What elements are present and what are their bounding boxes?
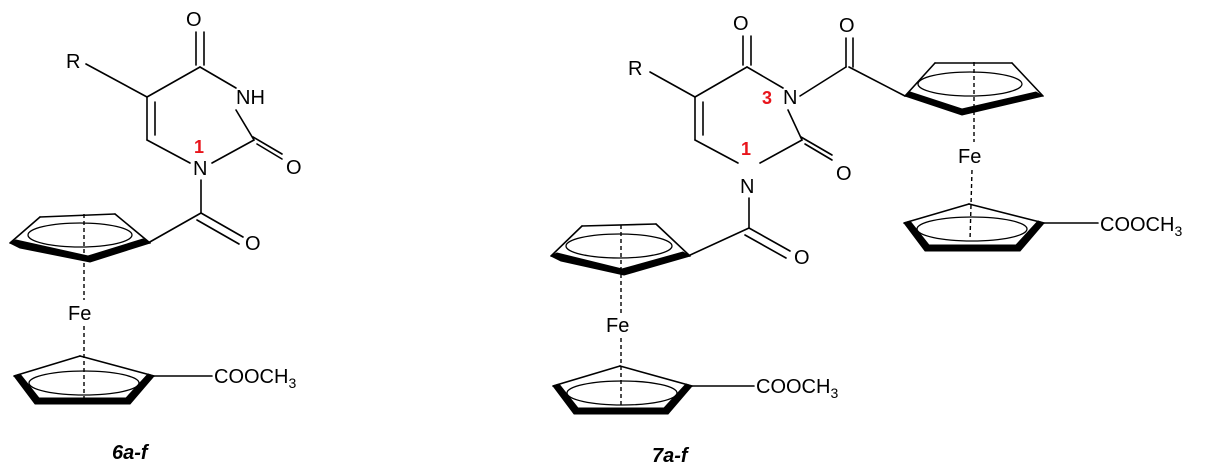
bond-n1-c6 [146, 139, 191, 164]
bond7-carbonyl1-o [748, 227, 791, 252]
bond-c5-c4 [146, 66, 201, 98]
cp7l-back-top [581, 223, 657, 227]
nitrogen-n1: N [193, 158, 207, 180]
cyclopentadienyl-left-lower-7 [552, 365, 693, 415]
cp7ll-back-right [619, 365, 693, 387]
bond7-c2-o [800, 136, 833, 156]
iron-atom: Fe [68, 303, 91, 325]
caption-7: 7a-f [652, 445, 690, 466]
bond7-n3-carbonyl [799, 66, 847, 97]
cp-back-left [9, 216, 41, 244]
bond-carbonyl-cp [147, 212, 202, 244]
cp7rl-ring [916, 216, 1028, 242]
nitrogen7-n3: N [783, 87, 797, 109]
bond-c2-o-double [256, 143, 283, 160]
bond7-c2-n1 [759, 139, 803, 164]
cp7r-back-right [1011, 62, 1044, 97]
uracil-ring-7 [649, 35, 833, 164]
cp-lower-back-left [13, 355, 81, 377]
ester7-left: COOCH3 [756, 376, 838, 401]
ester-group: COOCH3 [214, 366, 296, 391]
position-label-3: 3 [762, 88, 772, 108]
nitrogen7-n1: N [740, 176, 754, 198]
cyclopentadienyl-upper-6 [9, 213, 151, 263]
iron7-right: Fe [958, 146, 981, 168]
cp-lower-back-right [79, 355, 155, 377]
cp7rl-back-right [968, 203, 1045, 224]
bond7-n1-c6 [694, 139, 739, 164]
bond-c2-o [252, 136, 283, 155]
substituent-r: R [66, 51, 80, 73]
cp7l-ring [565, 233, 673, 259]
oxygen7-c4: O [733, 13, 749, 35]
cp7r-front [904, 91, 1044, 116]
cp-lower-ring [28, 370, 140, 396]
cp-back-right [114, 213, 151, 244]
cp7ll-back-left [552, 365, 621, 387]
structure-7: O R N 3 O N 1 O Fe COOCH3 [550, 13, 1182, 467]
ester7-right: COOCH3 [1100, 214, 1182, 239]
bond7-c4-n3 [746, 66, 784, 89]
cp7r-back-left [904, 62, 936, 97]
caption-6: 6a-f [112, 442, 150, 464]
cyclopentadienyl-right-lower-7 [903, 203, 1045, 252]
bond-c2-n1 [211, 139, 255, 164]
bond7-c2-o-double [804, 143, 833, 161]
cp-back-top [39, 213, 116, 218]
cp-front-edge [9, 238, 151, 263]
oxygen-c2: O [286, 157, 302, 179]
bond7-carbonyl1-o-double [744, 234, 787, 259]
cyclopentadienyl-lower-6 [13, 355, 155, 405]
cyclopentadienyl-right-upper-7 [904, 62, 1044, 116]
substituent7-r: R [628, 58, 642, 80]
oxygen7-acyl1: O [794, 247, 810, 269]
oxygen-acyl: O [245, 233, 261, 255]
bond7-c5-r [649, 71, 696, 98]
cp7l-back-left [550, 225, 583, 257]
oxygen7-acyl3: O [839, 15, 855, 37]
position-label-1: 1 [194, 137, 204, 157]
bond7-c5-c4 [694, 66, 748, 98]
bond7-carbonyl1-cp [687, 227, 750, 257]
cp7ll-ring [566, 380, 678, 406]
oxygen-c4: O [186, 9, 202, 31]
cp7rl-back-left [903, 203, 970, 224]
position-label-1: 1 [741, 139, 751, 159]
uracil-ring-6 [85, 31, 283, 164]
bond-n3-c2 [235, 109, 255, 141]
cp7rl-front [903, 220, 1045, 252]
iron7-left: Fe [606, 315, 629, 337]
bond-c4-n3 [199, 66, 237, 89]
cp7r-ring [917, 71, 1023, 97]
bond-carbonyl-o-double [196, 219, 240, 245]
nh-label: NH [236, 87, 265, 109]
bond7-n3-c2 [787, 109, 803, 141]
bond-carbonyl-o [200, 212, 244, 238]
bond-c5-r [85, 63, 148, 98]
bond7-carbonyl3-cp [848, 66, 906, 97]
oxygen7-c2: O [836, 163, 852, 185]
structure-6: O R NH O N 1 O Fe COOCH3 [9, 9, 302, 464]
cp7l-back-right [655, 223, 691, 257]
cp-aromatic-ring [27, 222, 133, 248]
